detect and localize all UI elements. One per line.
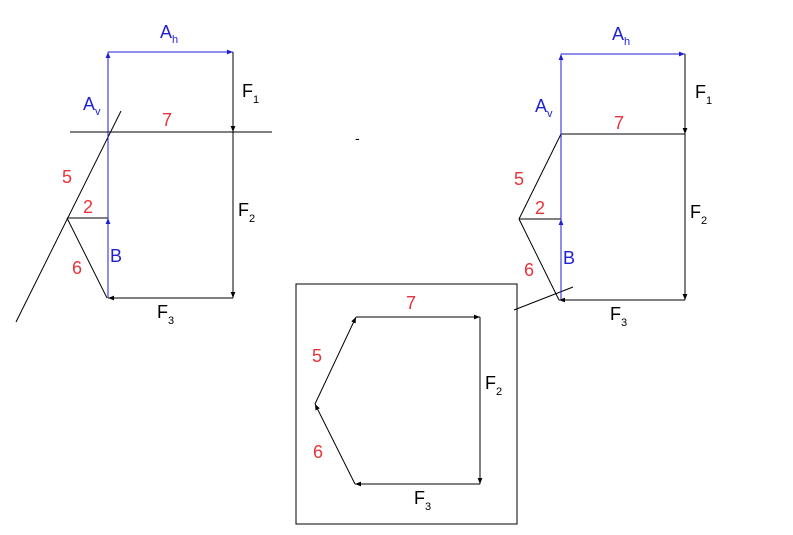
left-label-6: 6 [72,258,82,278]
right-label-6: 6 [524,260,534,280]
left-label-7: 7 [162,110,172,130]
right-line-5 [518,133,562,220]
right-force-diagram: Ah Av F1 F2 F3 B 7 5 2 6 [513,24,712,329]
left-label-B: B [110,246,122,266]
right-label-Ah: Ah [612,24,630,48]
left-label-F2: F2 [238,200,255,225]
right-label-F2: F2 [690,202,707,227]
right-link-line [513,286,574,311]
right-label-Av: Av [535,96,553,120]
right-label-F3: F3 [610,304,627,329]
left-label-2: 2 [83,197,93,217]
box-label-F3: F3 [414,488,431,513]
box-label-5: 5 [312,346,322,366]
right-label-B: B [563,248,575,268]
left-label-5: 5 [62,167,72,187]
left-label-F3: F3 [157,302,174,327]
right-label-7: 7 [614,113,624,133]
right-label-2: 2 [535,198,545,218]
box-label-6: 6 [313,442,323,462]
polygon-frame [295,283,518,525]
box-arrow-6 [314,403,356,485]
box-arrow-5 [314,316,357,405]
boxed-force-polygon: 7 5 6 F2 F3 [295,283,518,525]
right-label-5: 5 [514,169,524,189]
left-label-F1: F1 [242,81,259,106]
left-line-5 [15,110,122,323]
left-line-6 [66,217,108,299]
box-label-F2: F2 [485,373,502,398]
center-mark: - [355,130,360,146]
box-label-7: 7 [406,293,416,313]
left-force-diagram: Ah Av F1 F2 F3 B 7 5 2 6 [15,22,272,327]
left-label-Ah: Ah [160,22,178,46]
left-label-Av: Av [83,94,101,118]
right-line-6 [518,218,560,301]
right-label-F1: F1 [695,82,712,107]
